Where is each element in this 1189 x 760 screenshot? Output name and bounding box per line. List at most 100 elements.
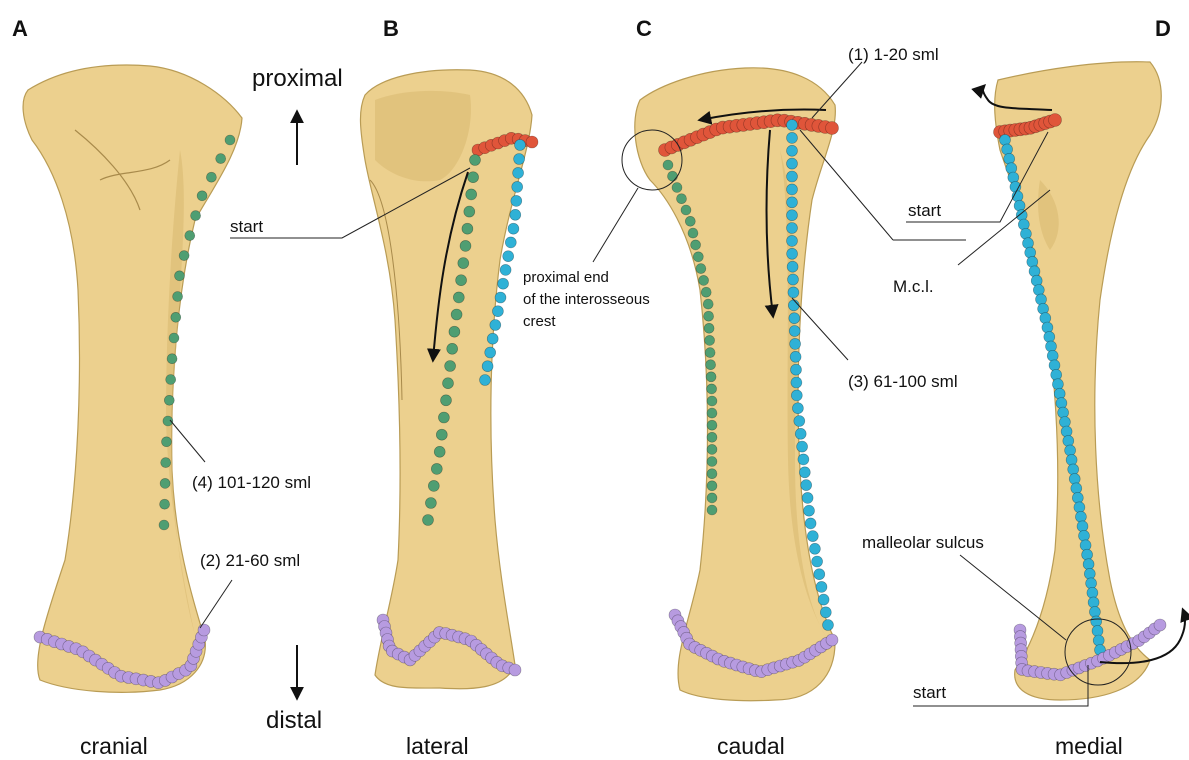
label-start-d: start — [908, 201, 941, 220]
marker-seg3 — [512, 181, 523, 192]
panel-letter-b: B — [383, 16, 399, 41]
marker-seg4 — [707, 384, 717, 394]
marker-seg4 — [447, 343, 458, 354]
marker-seg3 — [809, 543, 820, 554]
marker-seg3 — [802, 492, 813, 503]
marker-seg2 — [1154, 619, 1166, 631]
marker-seg3 — [807, 531, 818, 542]
marker-seg4 — [707, 432, 717, 442]
leader-seg2 — [200, 580, 232, 628]
marker-seg3 — [1051, 369, 1062, 380]
marker-seg4 — [445, 361, 456, 372]
marker-seg3 — [511, 195, 522, 206]
marker-seg3 — [787, 223, 798, 234]
marker-seg4 — [699, 275, 709, 285]
marker-seg4 — [179, 251, 189, 261]
marker-seg3 — [508, 223, 519, 234]
marker-seg3 — [801, 480, 812, 491]
marker-seg4 — [691, 240, 701, 250]
marker-seg3 — [787, 158, 798, 169]
marker-seg3 — [1092, 625, 1103, 636]
marker-seg1 — [826, 122, 839, 135]
marker-seg3 — [794, 416, 805, 427]
marker-seg1 — [1049, 114, 1062, 127]
marker-seg3 — [498, 278, 509, 289]
marker-seg3 — [1040, 313, 1051, 324]
marker-seg3 — [495, 292, 506, 303]
leader-seg3 — [792, 298, 848, 360]
marker-seg4 — [456, 275, 467, 286]
label-seg3: (3) 61-100 sml — [848, 372, 958, 391]
marker-seg3 — [510, 209, 521, 220]
bone-cranial — [23, 65, 242, 692]
marker-seg3 — [798, 454, 809, 465]
marker-seg3 — [787, 261, 798, 272]
marker-seg3 — [482, 361, 493, 372]
marker-seg3 — [1065, 445, 1076, 456]
marker-seg3 — [1016, 210, 1027, 221]
marker-seg4 — [703, 299, 713, 309]
label-mcl: M.c.l. — [893, 277, 934, 296]
marker-seg3 — [514, 154, 525, 165]
marker-seg4 — [225, 135, 235, 145]
view-label-cranial: cranial — [80, 733, 148, 759]
marker-seg3 — [487, 333, 498, 344]
marker-seg3 — [788, 274, 799, 285]
marker-seg3 — [1087, 587, 1098, 598]
marker-seg3 — [787, 171, 798, 182]
marker-seg2 — [826, 634, 838, 646]
marker-seg3 — [818, 594, 829, 605]
label-proximal: proximal — [252, 65, 343, 92]
marker-seg3 — [1082, 549, 1093, 560]
marker-seg3 — [1068, 464, 1079, 475]
marker-seg4 — [441, 395, 452, 406]
marker-seg4 — [677, 194, 687, 204]
marker-seg4 — [173, 292, 183, 302]
label-seg1: (1) 1-20 sml — [848, 45, 939, 64]
marker-seg4 — [191, 211, 201, 221]
marker-seg4 — [434, 446, 445, 457]
marker-seg3 — [492, 306, 503, 317]
marker-seg3 — [804, 505, 815, 516]
marker-seg3 — [820, 607, 831, 618]
marker-seg3 — [1083, 559, 1094, 570]
marker-seg3 — [788, 287, 799, 298]
label-start-d-bottom: start — [913, 683, 946, 702]
marker-seg4 — [688, 228, 698, 238]
marker-seg3 — [503, 251, 514, 262]
marker-seg4 — [425, 498, 436, 509]
marker-seg4 — [701, 287, 711, 297]
marker-seg3 — [1044, 331, 1055, 342]
marker-seg3 — [787, 210, 798, 221]
marker-seg4 — [462, 223, 473, 234]
marker-seg3 — [1008, 172, 1019, 183]
label-malleolar: malleolar sulcus — [862, 533, 984, 552]
panel-letter-c: C — [636, 16, 652, 41]
marker-seg3 — [823, 620, 834, 631]
label-interosseous-1: proximal end — [523, 269, 609, 286]
marker-seg3 — [799, 467, 810, 478]
marker-seg3 — [790, 338, 801, 349]
marker-seg4 — [436, 429, 447, 440]
marker-seg4 — [663, 160, 673, 170]
marker-seg2 — [198, 624, 210, 636]
marker-seg4 — [705, 335, 715, 345]
marker-seg4 — [160, 478, 170, 488]
marker-seg4 — [166, 375, 176, 385]
marker-seg4 — [705, 348, 715, 358]
marker-seg4 — [704, 323, 714, 333]
marker-seg4 — [197, 191, 207, 201]
marker-seg4 — [707, 457, 717, 467]
marker-seg4 — [460, 240, 471, 251]
marker-seg3 — [812, 556, 823, 567]
label-seg4: (4) 101-120 sml — [192, 473, 311, 492]
marker-seg3 — [505, 237, 516, 248]
marker-seg4 — [668, 171, 678, 181]
marker-seg4 — [681, 205, 691, 215]
marker-seg4 — [171, 312, 181, 322]
marker-seg3 — [515, 140, 526, 151]
marker-seg3 — [485, 347, 496, 358]
label-distal: distal — [266, 707, 322, 734]
marker-seg3 — [787, 120, 798, 131]
marker-seg3 — [1004, 153, 1015, 164]
